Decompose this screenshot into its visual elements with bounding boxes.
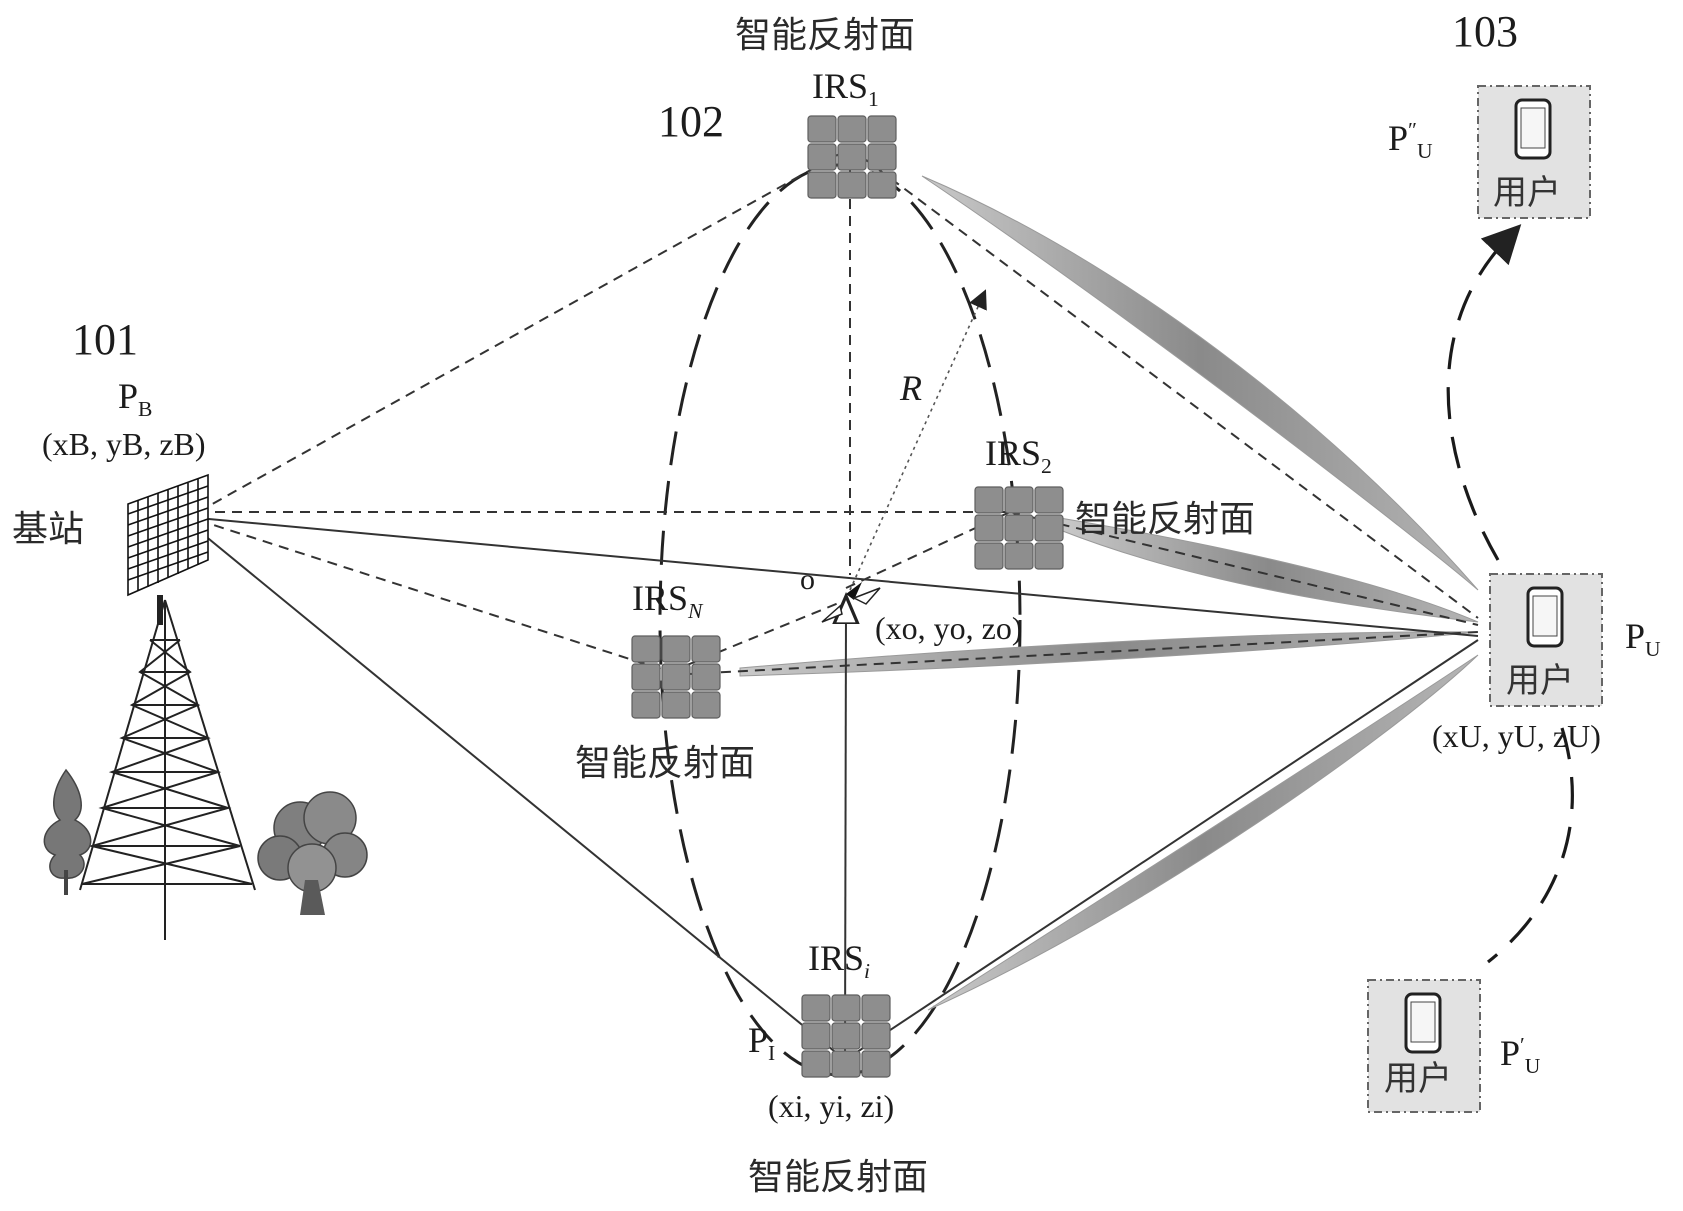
irs-tile — [661, 691, 691, 719]
user-boxes — [1367, 85, 1603, 1113]
irs-tile — [691, 635, 721, 663]
irs1-panel — [807, 115, 897, 199]
user-trajectory — [1446, 224, 1574, 964]
irsn-panel — [631, 635, 721, 719]
irs-tile — [1004, 486, 1034, 514]
link-irs1-user — [849, 147, 1479, 619]
irsn-caption: 智能反射面 — [575, 743, 756, 784]
irsi-name: IRSi — [808, 938, 871, 984]
base-station-point-label: PB — [118, 376, 153, 422]
irs-tile — [861, 1022, 891, 1050]
beam-irsi-user — [927, 654, 1479, 1011]
antenna-array — [127, 473, 209, 597]
link-bs-irs1 — [197, 147, 851, 513]
tree-left-icon — [43, 768, 92, 895]
irs-tile — [1004, 514, 1034, 542]
user-main-coordinates: (xU, yU, zU) — [1432, 718, 1601, 754]
user-main-box-label: 用户 — [1506, 661, 1574, 701]
irs-tile — [831, 994, 861, 1022]
base-station-tower — [79, 595, 256, 940]
base-station-coordinates: (xB, yB, zB) — [42, 426, 206, 462]
irs-tile — [831, 1022, 861, 1050]
link-irsn-center — [669, 599, 847, 673]
irs-tile — [691, 663, 721, 691]
irs-tile — [1004, 542, 1034, 570]
irs2-panel — [974, 486, 1064, 570]
center-coordinates: (xo, yo, zo) — [875, 610, 1023, 646]
irs-tile — [831, 1050, 861, 1078]
ref-103: 103 — [1452, 7, 1518, 56]
irs-tile — [631, 635, 661, 663]
bs-to-irs-links — [197, 147, 1479, 676]
center-marker — [821, 582, 881, 623]
ref-102: 102 — [658, 97, 724, 146]
link-bs-user — [197, 517, 1479, 637]
tree-right-icon — [257, 791, 368, 915]
irs-tile — [631, 691, 661, 719]
user-main-point-label: PU — [1625, 616, 1661, 662]
irs-tile — [1034, 486, 1064, 514]
direct-links — [197, 517, 1479, 1061]
irs1-name: IRS1 — [812, 66, 879, 112]
irs-tile — [974, 514, 1004, 542]
irs-tile — [661, 663, 691, 691]
irs-tile — [631, 663, 661, 691]
user-bottom-box — [1367, 979, 1481, 1113]
center-label: o — [800, 563, 815, 596]
irs-tile — [661, 635, 691, 663]
irs-tile — [837, 143, 867, 171]
link-irs2-user — [1009, 511, 1479, 626]
user-bottom-point-label: P′U — [1500, 1033, 1541, 1079]
irsi-caption: 智能反射面 — [748, 1157, 929, 1198]
irs2-caption: 智能反射面 — [1075, 499, 1256, 540]
irs-panels — [631, 115, 1064, 1078]
irs-tile — [974, 486, 1004, 514]
irsn-name: IRSN — [632, 578, 703, 624]
irs-tile — [807, 143, 837, 171]
irs-tile — [1034, 514, 1064, 542]
irs-tile — [801, 1022, 831, 1050]
irs-tile — [837, 171, 867, 199]
link-bs-irsn — [197, 519, 671, 673]
radius-label: R — [900, 368, 922, 408]
user-top-box-label: 用户 — [1493, 173, 1561, 213]
beam-irs2-user — [1059, 517, 1479, 623]
irs-tile — [837, 115, 867, 143]
base-station-label: 基站 — [12, 509, 85, 550]
irs-tile — [867, 171, 897, 199]
irs-tile — [867, 115, 897, 143]
link-center-irs2 — [845, 511, 1011, 589]
irs1-caption: 智能反射面 — [735, 15, 916, 56]
trajectory-lower — [1487, 727, 1574, 964]
link-irsi-center — [845, 608, 846, 1061]
irs-tile — [861, 1050, 891, 1078]
user-top-box — [1477, 85, 1591, 219]
ref-101: 101 — [72, 315, 138, 364]
radius-arrow — [849, 289, 987, 591]
irs-tile — [867, 143, 897, 171]
irs-tile — [691, 691, 721, 719]
irs-tile — [807, 115, 837, 143]
irsi-coordinates: (xi, yi, zi) — [768, 1088, 895, 1124]
irs-tile — [807, 171, 837, 199]
irs-tile — [801, 994, 831, 1022]
irs-tile — [1034, 542, 1064, 570]
link-bs-irsi — [197, 529, 846, 1061]
trajectory-upper — [1446, 224, 1522, 561]
irsi-point-label: PI — [748, 1020, 776, 1066]
user-main-box — [1489, 573, 1603, 707]
irs2-name: IRS2 — [985, 433, 1052, 479]
link-irsi-user — [844, 639, 1479, 1061]
user-bottom-box-label: 用户 — [1384, 1059, 1452, 1099]
irsi-panel — [801, 994, 891, 1078]
irs-tile — [974, 542, 1004, 570]
beam-irs1-user — [921, 175, 1479, 591]
irs-tile — [861, 994, 891, 1022]
irs-tile — [801, 1050, 831, 1078]
user-top-point-label: P″U — [1388, 118, 1433, 164]
